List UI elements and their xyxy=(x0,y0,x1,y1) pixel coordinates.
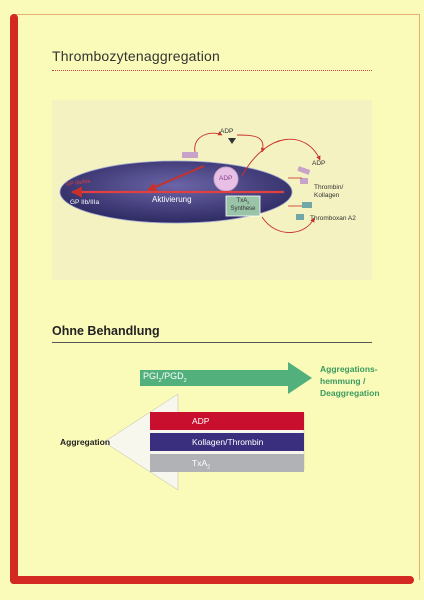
aggregation-inhibition-label: Aggregations- hemmung / Deaggregation xyxy=(320,364,380,398)
frame-top-line xyxy=(14,14,420,15)
pgi-label: PGI2/PGD2 xyxy=(143,371,187,384)
section-divider xyxy=(52,342,372,343)
receptor-thrombin xyxy=(302,202,312,208)
curve-top-left xyxy=(194,131,223,153)
platelet-diagram: ADP ADP ADP GP IIb/IIIa GP IIb/IIIa Akti… xyxy=(52,100,372,280)
aggregation-label: Aggregation xyxy=(60,437,111,447)
activation-label: Aktivierung xyxy=(152,195,192,204)
curve-txa-thromboxan xyxy=(261,216,315,233)
curve-top-right xyxy=(236,134,266,153)
frame-left-bar xyxy=(10,14,18,584)
adp-right-label: ADP xyxy=(312,160,326,167)
title-divider xyxy=(52,70,372,71)
adp-circle-label: ADP xyxy=(219,175,233,182)
txa-synthese-box xyxy=(225,195,261,217)
curve-adp-right xyxy=(241,138,321,177)
thromboxan-label: Thromboxan A2 xyxy=(310,215,356,222)
receptor-thromboxan xyxy=(296,214,304,220)
activation-arrow-diagonal xyxy=(147,165,205,191)
adp-bar xyxy=(150,412,304,430)
collagen-thrombin-bar xyxy=(150,433,304,451)
section-title: Ohne Behandlung xyxy=(52,324,160,338)
thrombin-label: Thrombin/Kollagen xyxy=(314,184,344,199)
collagen-thrombin-bar-label: Kollagen/Thrombin xyxy=(192,437,264,447)
page-title: Thrombozytenaggregation xyxy=(52,48,221,64)
frame-right-line xyxy=(419,14,420,580)
adp-top-label: ADP xyxy=(220,128,234,135)
adp-down-arrow xyxy=(228,138,236,144)
pgi-arrow-head xyxy=(288,362,312,394)
receptor-top-right xyxy=(297,166,311,175)
gp-left-label: GP IIb/IIIa xyxy=(70,199,100,206)
platelet-diagram-svg xyxy=(59,131,321,233)
frame-bottom-bar xyxy=(10,576,414,584)
adp-bar-label: ADP xyxy=(192,416,210,426)
receptor-adp-right xyxy=(300,178,308,184)
txa-bar xyxy=(150,454,304,472)
receptor-top-left xyxy=(182,152,198,158)
pgi-arrow-bar xyxy=(140,370,288,386)
txa-bar-label: TxA2 xyxy=(192,458,211,471)
